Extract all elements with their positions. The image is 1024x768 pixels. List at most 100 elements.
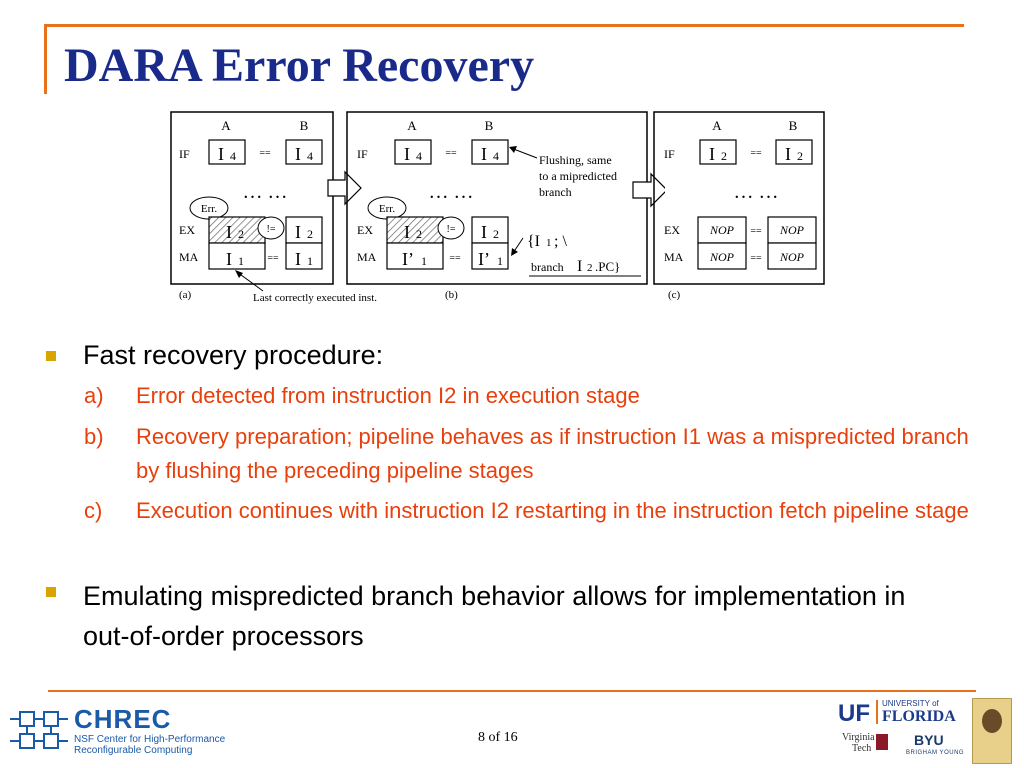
subitem-marker: c) bbox=[84, 498, 103, 523]
col-label: A bbox=[712, 118, 722, 133]
bullet-marker bbox=[46, 587, 56, 597]
instr-sub: 2 bbox=[307, 227, 313, 241]
uf-univ-text: UNIVERSITY of bbox=[882, 699, 939, 708]
stage-label: EX bbox=[357, 223, 373, 237]
branch-code: branch bbox=[531, 260, 564, 274]
instr-sub: 2 bbox=[238, 227, 244, 241]
title-accent-left bbox=[44, 24, 47, 94]
uf-logo: UF UNIVERSITY of FLORIDA bbox=[838, 699, 968, 730]
vt-text: Tech bbox=[852, 743, 872, 754]
instr-sub: 2 bbox=[493, 227, 499, 241]
pipeline-figure: A B IF I 4 == I 4 … … Err. EX MA I 2 I 1… bbox=[170, 111, 665, 304]
eq-label: == bbox=[750, 226, 762, 237]
gwu-portrait bbox=[982, 709, 1002, 733]
step-arrow bbox=[327, 170, 362, 206]
instr-sub: 4 bbox=[230, 149, 236, 163]
uf-florida-text: FLORIDA bbox=[882, 708, 956, 725]
flush-note: branch bbox=[539, 185, 572, 199]
subitem-marker: b) bbox=[84, 424, 104, 449]
footer-rule bbox=[48, 690, 976, 692]
last-correct-label: Last correctly executed inst. bbox=[253, 292, 377, 304]
ellipsis: … … bbox=[243, 181, 288, 203]
instr-label: I bbox=[404, 144, 410, 164]
col-label: B bbox=[789, 118, 798, 133]
slide-title: DARA Error Recovery bbox=[64, 39, 535, 92]
instr-label: I’ bbox=[402, 249, 414, 269]
gwu-seal-icon bbox=[972, 698, 1012, 764]
page-number: 8 of 16 bbox=[478, 730, 518, 745]
stage-label: EX bbox=[664, 223, 680, 237]
title-accent-top bbox=[44, 24, 964, 27]
stage-label: MA bbox=[664, 250, 684, 264]
err-label: Err. bbox=[379, 203, 395, 215]
branch-code: I bbox=[577, 258, 582, 275]
instr-sub: 1 bbox=[421, 254, 427, 268]
branch-code: .PC} bbox=[595, 259, 620, 274]
instr-label: I bbox=[295, 249, 301, 269]
ellipsis: … … bbox=[734, 181, 779, 203]
subitem-text: Error detected from instruction I2 in ex… bbox=[136, 383, 640, 408]
nop-label: NOP bbox=[779, 250, 805, 264]
vt-text: Virginia bbox=[842, 732, 875, 743]
stage-label: IF bbox=[664, 147, 675, 161]
subitem-text: Recovery preparation; pipeline behaves a… bbox=[136, 424, 969, 483]
chrec-logo: CHREC NSF Center for High-Performance Re… bbox=[8, 702, 248, 758]
uf-divider bbox=[876, 700, 878, 724]
chrec-subtitle: Reconfigurable Computing bbox=[74, 745, 193, 756]
panel-label: (b) bbox=[445, 289, 458, 301]
instr-sub: 2 bbox=[721, 149, 727, 163]
instr-sub: 2 bbox=[797, 149, 803, 163]
neq-label: != bbox=[267, 224, 276, 235]
chrec-subtitle: NSF Center for High-Performance bbox=[74, 734, 226, 745]
instr-label: I bbox=[481, 144, 487, 164]
byu-subtitle: BRIGHAM YOUNG bbox=[906, 750, 965, 756]
instr-label: I’ bbox=[478, 249, 490, 269]
eq-label: == bbox=[267, 253, 279, 264]
nop-label: NOP bbox=[709, 223, 735, 237]
byu-text: BYU bbox=[914, 732, 944, 748]
instr-label: I bbox=[709, 144, 715, 164]
branch-code: 2 bbox=[587, 262, 593, 274]
instr-label: I bbox=[218, 144, 224, 164]
panel-label: (a) bbox=[179, 289, 192, 301]
bullet-text: Fast recovery procedure: bbox=[83, 340, 384, 370]
stage-label: MA bbox=[179, 250, 199, 264]
err-label: Err. bbox=[201, 203, 217, 215]
eq-label: == bbox=[750, 148, 762, 159]
instr-label: I bbox=[404, 222, 410, 242]
neq-label: != bbox=[447, 224, 456, 235]
stage-label: IF bbox=[357, 147, 368, 161]
panel-c: A B IF I 2 == I 2 … … EX MA NOP NOP == =… bbox=[653, 111, 825, 301]
nop-label: NOP bbox=[709, 250, 735, 264]
uf-mark: UF bbox=[838, 700, 870, 727]
bullet-text: Emulating mispredicted branch behavior a… bbox=[83, 581, 906, 651]
eq-label: == bbox=[445, 148, 457, 159]
instr-label: I bbox=[295, 222, 301, 242]
eq-label: == bbox=[259, 148, 271, 159]
step-arrow bbox=[632, 172, 665, 208]
panel-a: A B IF I 4 == I 4 … … Err. EX MA I 2 I 1… bbox=[170, 111, 334, 301]
branch-code: ; \ bbox=[554, 233, 567, 250]
stage-label: IF bbox=[179, 147, 190, 161]
subitem-text: Execution continues with instruction I2 … bbox=[136, 498, 969, 523]
instr-sub: 1 bbox=[238, 254, 244, 268]
flush-note: to a mipredicted bbox=[539, 169, 617, 183]
instr-label: I bbox=[481, 222, 487, 242]
instr-label: I bbox=[226, 249, 232, 269]
ellipsis: … … bbox=[429, 181, 474, 203]
instr-sub: 4 bbox=[493, 149, 499, 163]
instr-label: I bbox=[295, 144, 301, 164]
instr-sub: 2 bbox=[416, 227, 422, 241]
col-label: A bbox=[407, 118, 417, 133]
vt-shield-icon bbox=[876, 734, 888, 750]
nop-label: NOP bbox=[779, 223, 805, 237]
stage-label: EX bbox=[179, 223, 195, 237]
bullet-marker bbox=[46, 351, 56, 361]
flush-note: Flushing, same bbox=[539, 153, 612, 167]
instr-sub: 1 bbox=[307, 254, 313, 268]
stage-label: MA bbox=[357, 250, 377, 264]
subitem-marker: a) bbox=[84, 383, 104, 408]
eq-label: == bbox=[750, 253, 762, 264]
col-label: A bbox=[221, 118, 231, 133]
col-label: B bbox=[485, 118, 494, 133]
